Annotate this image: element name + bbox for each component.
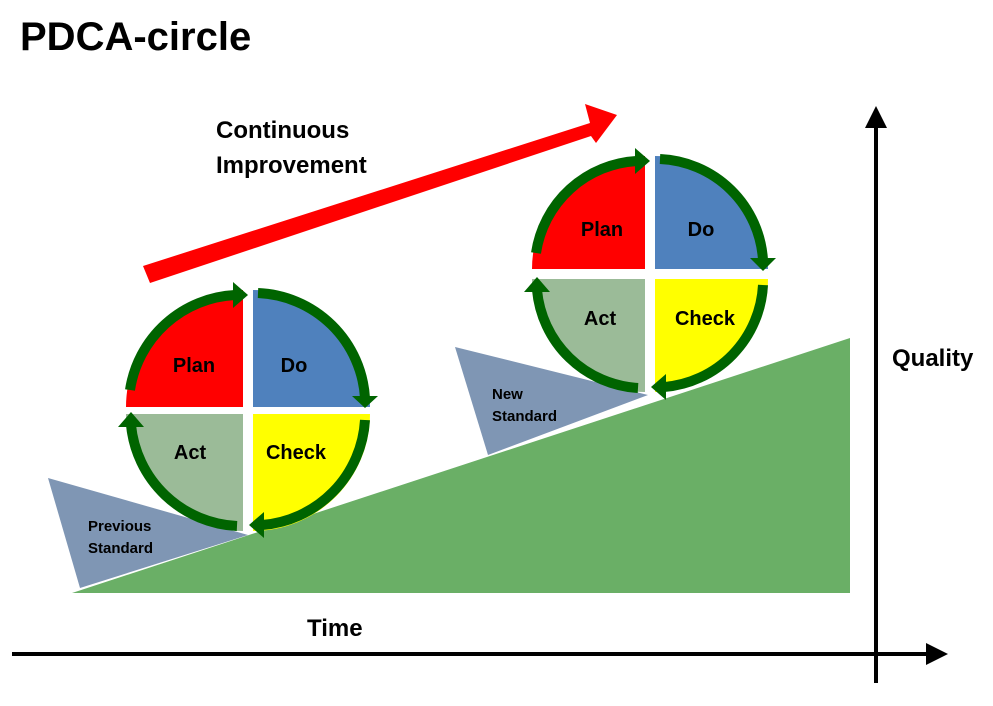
plan-quadrant	[126, 290, 243, 407]
cycle-arrowhead-icon	[524, 277, 550, 292]
cycle-arrowhead-icon	[352, 396, 378, 408]
do-quadrant	[655, 156, 768, 269]
act-label: Act	[584, 308, 617, 330]
cycle-arc-act	[532, 289, 639, 393]
cycle-arrowhead-icon	[750, 258, 776, 271]
new-standard-wedge	[455, 347, 648, 455]
cycle-arc-do	[659, 154, 768, 261]
act-quadrant	[126, 414, 243, 531]
continuous-improvement-arrow	[143, 104, 617, 283]
cycle-arrowhead-icon	[651, 374, 666, 400]
pdca-cycle-left: Plan Do Check Act	[118, 282, 378, 538]
cycle-arrowhead-icon	[635, 148, 650, 174]
y-axis-arrowhead-icon	[865, 106, 887, 128]
new-standard-label: New Standard	[492, 386, 557, 425]
check-label: Check	[266, 442, 327, 464]
cycle-arrowhead-icon	[118, 412, 144, 427]
x-axis-arrowhead-icon	[926, 643, 948, 665]
check-quadrant	[655, 279, 768, 392]
y-axis-label: Quality	[892, 345, 974, 372]
cycle-arc-check	[663, 284, 768, 392]
cycle-arrowhead-icon	[233, 282, 248, 308]
previous-standard-label: Previous Standard	[88, 518, 156, 557]
do-label: Do	[281, 355, 308, 377]
plan-quadrant	[532, 156, 645, 269]
continuous-improvement-line2: Improvement	[216, 152, 367, 179]
act-quadrant	[532, 279, 645, 392]
cycle-arc-check	[261, 419, 370, 530]
new-standard-line2: Standard	[492, 408, 557, 425]
previous-standard-wedge	[48, 478, 248, 588]
continuous-improvement-line1: Continuous	[216, 117, 349, 144]
cycle-arrowhead-icon	[249, 512, 264, 538]
pdca-cycle-right: Plan Do Check Act	[524, 148, 776, 400]
diagram-title: PDCA-circle	[20, 15, 251, 59]
previous-standard-line1: Previous	[88, 518, 151, 535]
check-quadrant	[253, 414, 370, 531]
plan-label: Plan	[581, 219, 623, 241]
do-quadrant	[253, 290, 370, 407]
continuous-improvement-label: Continuous Improvement	[216, 117, 367, 179]
do-label: Do	[688, 219, 715, 241]
new-standard-line1: New	[492, 386, 523, 403]
previous-standard-line2: Standard	[88, 540, 153, 557]
act-label: Act	[174, 442, 207, 464]
cycle-arc-act	[126, 424, 238, 531]
check-label: Check	[675, 308, 736, 330]
plan-label: Plan	[173, 355, 215, 377]
cycle-arc-plan	[531, 156, 638, 254]
cycle-arc-do	[257, 288, 370, 399]
x-axis-label: Time	[307, 615, 363, 642]
cycle-arc-plan	[125, 290, 236, 391]
